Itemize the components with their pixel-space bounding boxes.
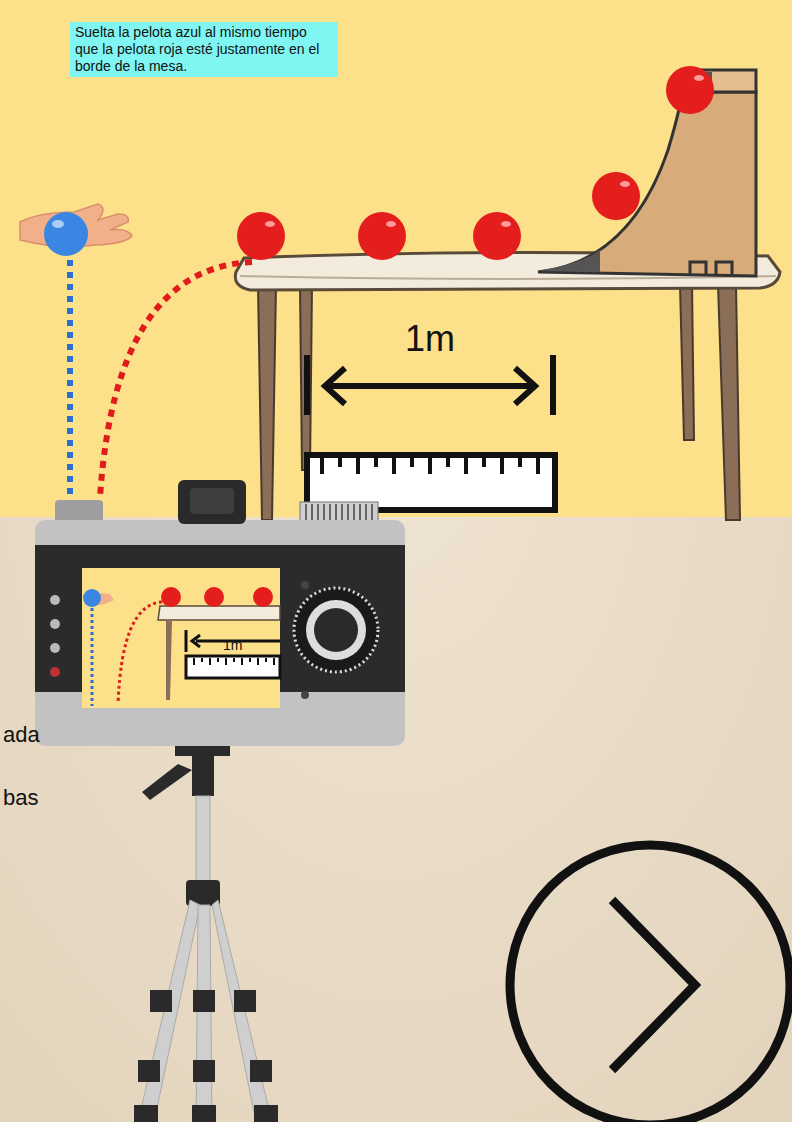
cut-off-text: bas	[3, 785, 38, 810]
cut-off-text: ada	[3, 722, 40, 747]
yellow-panel	[0, 0, 792, 517]
tripod	[134, 746, 278, 1122]
dimension-arrow	[307, 355, 553, 415]
blue-drop-path	[67, 260, 73, 505]
red-balls	[237, 66, 714, 260]
blue-ball	[44, 212, 88, 256]
table	[235, 252, 780, 520]
ball-highlights	[265, 75, 704, 227]
ramp	[538, 70, 756, 276]
camera-screen	[82, 568, 280, 708]
ball-highlight	[52, 220, 64, 228]
instruction-callout: Suelta la pelota azul al mismo tiempo qu…	[70, 22, 338, 77]
screen-dimension-label: 1m	[223, 637, 242, 653]
dimension-label: 1m	[405, 318, 455, 359]
callout-text: Suelta la pelota azul al mismo tiempo qu…	[75, 24, 333, 75]
red-projectile-path	[100, 262, 252, 498]
next-button	[510, 845, 790, 1122]
camera	[35, 480, 405, 746]
